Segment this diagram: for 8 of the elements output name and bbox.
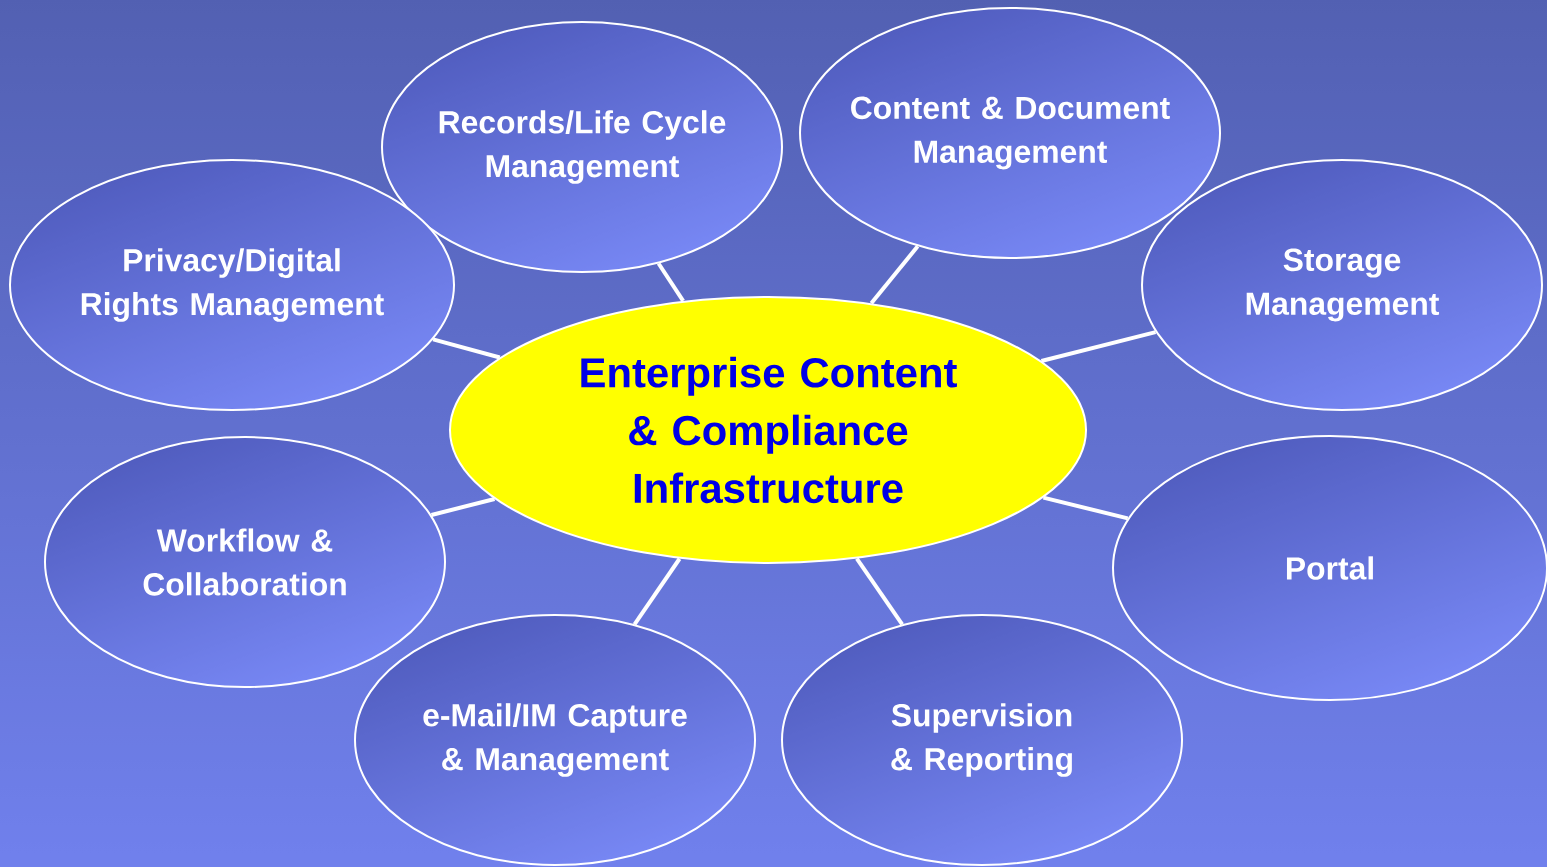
connector-line <box>869 245 920 305</box>
connector-line <box>855 557 904 626</box>
connector-line <box>432 337 501 360</box>
connector-line <box>656 262 685 302</box>
connector-line <box>632 557 682 626</box>
connector-line <box>430 497 496 517</box>
connector-line <box>1042 495 1129 521</box>
connector-line <box>1040 330 1157 363</box>
